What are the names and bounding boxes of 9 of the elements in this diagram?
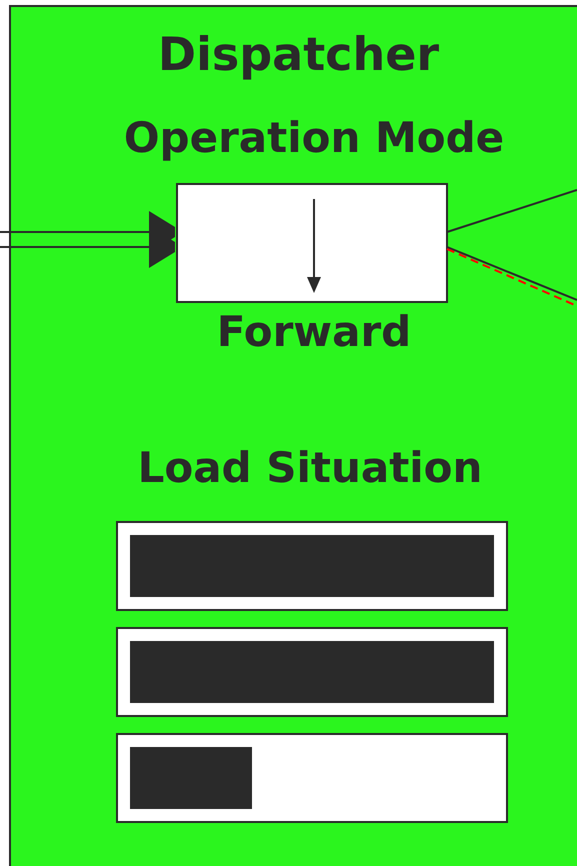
load-bar (116, 627, 508, 717)
mode-heading: Operation Mode (122, 113, 506, 162)
panel-title: Dispatcher (156, 27, 440, 81)
section-heading: Load Situation (136, 443, 484, 492)
load-bar (116, 733, 508, 823)
mode-caption: Forward (216, 307, 412, 356)
dispatcher-panel (9, 5, 577, 866)
load-bar (116, 521, 508, 611)
connector-line (446, 189, 577, 233)
